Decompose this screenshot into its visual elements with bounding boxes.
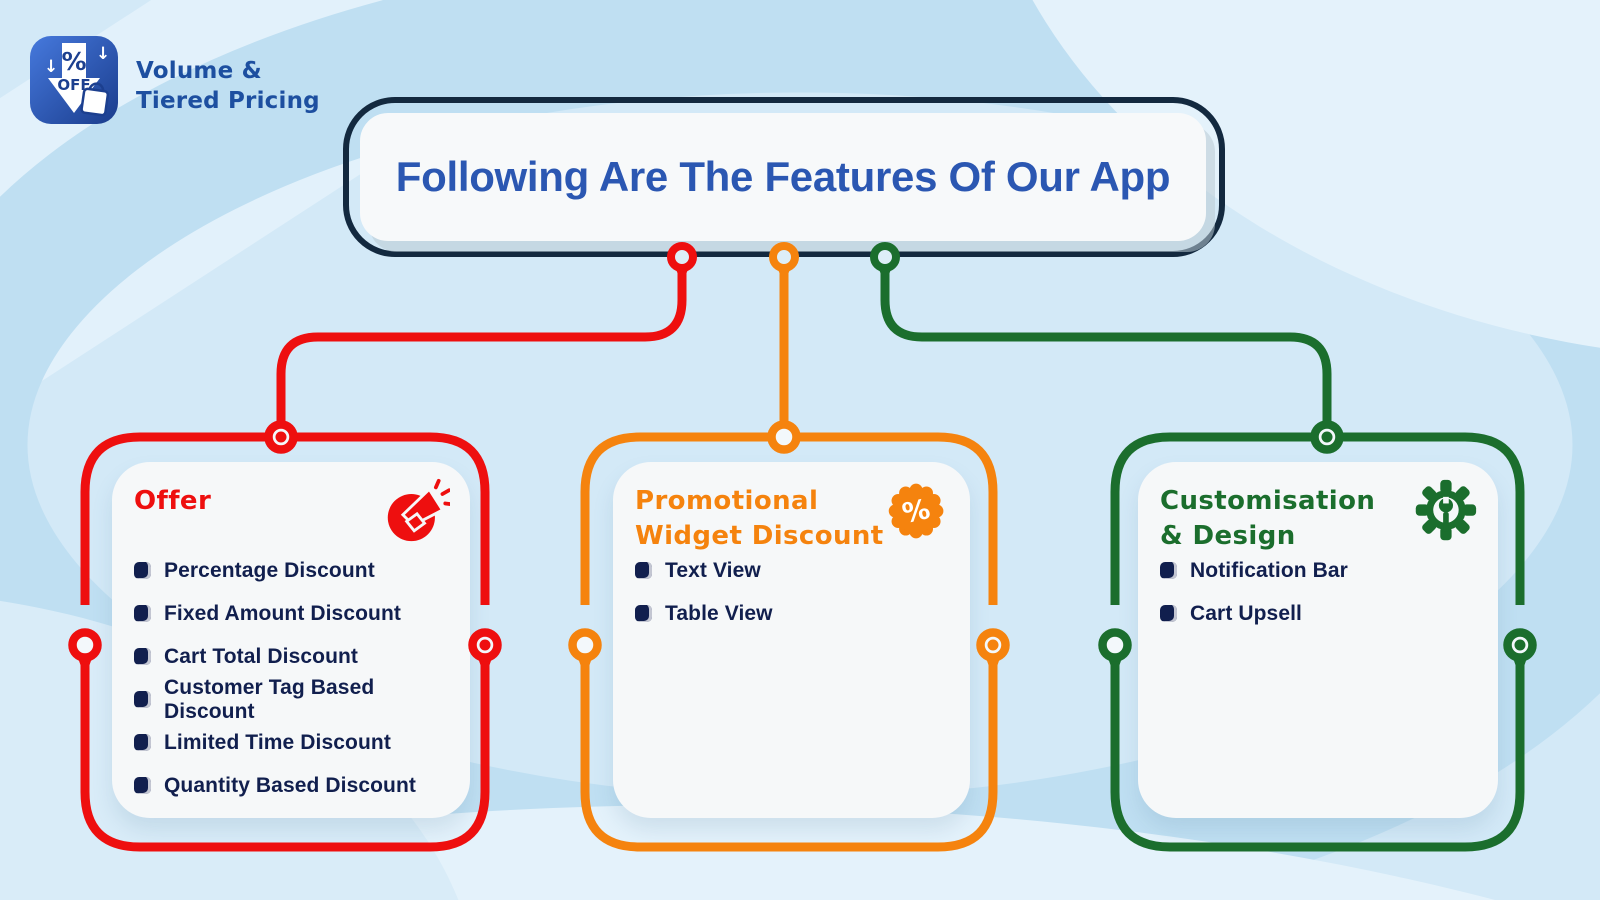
list-item: Limited Time Discount <box>134 721 460 764</box>
list-item-label: Percentage Discount <box>164 558 375 582</box>
list-item-label: Table View <box>665 601 773 625</box>
customisation-heading-line1: Customisation <box>1160 486 1376 516</box>
list-item: Quantity Based Discount <box>134 764 460 807</box>
list-item: Fixed Amount Discount <box>134 592 460 635</box>
list-item: Customer Tag Based Discount <box>134 675 460 723</box>
list-item: Text View <box>635 549 960 592</box>
list-item-label: Cart Total Discount <box>164 644 359 668</box>
list-item: Table View <box>635 592 960 635</box>
list-item-label: Fixed Amount Discount <box>164 601 401 625</box>
megaphone-icon <box>387 478 450 542</box>
shopping-bag-icon <box>80 82 110 117</box>
bullet-icon <box>1160 605 1177 622</box>
bullet-icon <box>635 562 652 579</box>
offer-heading: Offer <box>134 484 211 519</box>
list-item-label: Cart Upsell <box>1190 601 1302 625</box>
list-item-label: Quantity Based Discount <box>164 773 417 797</box>
percent-badge-icon: % <box>888 483 944 539</box>
brand-name-line2: Tiered Pricing <box>136 88 320 114</box>
list-item-label: Notification Bar <box>1190 558 1348 582</box>
bullet-icon <box>1160 562 1177 579</box>
customisation-heading: Customisation & Design <box>1160 484 1375 554</box>
brand-name-line1: Volume & <box>136 58 262 84</box>
mini-down-arrow-icon: ↓ <box>44 57 58 77</box>
offer-heading-line1: Offer <box>134 486 212 516</box>
gear-wrench-icon <box>1415 479 1477 541</box>
bullet-icon <box>134 648 151 665</box>
customisation-card: Customisation & Design Noti <box>1138 462 1498 818</box>
list-item-label: Text View <box>665 558 761 582</box>
bullet-icon <box>134 734 151 751</box>
list-item-label: Limited Time Discount <box>164 730 391 754</box>
promotional-widget-card: Promotional Widget Discount % Text View … <box>613 462 970 818</box>
list-item: Cart Upsell <box>1160 592 1488 635</box>
logo-percent-label: % <box>61 47 86 76</box>
title-card: Following Are The Features Of Our App <box>360 113 1206 241</box>
bullet-icon <box>134 562 151 579</box>
brand-name: Volume & Tiered Pricing <box>136 56 320 116</box>
list-item: Notification Bar <box>1160 549 1488 592</box>
offer-card: Offer Percentage Discount Fixed Amount D… <box>112 462 470 818</box>
bullet-icon <box>635 605 652 622</box>
list-item: Cart Total Discount <box>134 635 460 678</box>
app-logo-icon: ↓ ↓ % OFF <box>30 36 118 124</box>
list-item-label: Customer Tag Based Discount <box>164 675 375 723</box>
bullet-icon <box>134 777 151 794</box>
page-title: Following Are The Features Of Our App <box>395 153 1171 200</box>
promotional-widget-heading: Promotional Widget Discount <box>635 484 884 554</box>
bullet-icon <box>134 691 151 708</box>
mini-down-arrow-icon: ↓ <box>96 44 110 64</box>
list-item: Percentage Discount <box>134 549 460 592</box>
promotional-feature-list: Text View Table View <box>635 549 960 635</box>
promotional-heading-line1: Promotional <box>635 486 819 516</box>
logo-off-label: OFF <box>57 76 90 94</box>
customisation-feature-list: Notification Bar Cart Upsell <box>1160 549 1488 635</box>
offer-feature-list: Percentage Discount Fixed Amount Discoun… <box>134 549 460 807</box>
bullet-icon <box>134 605 151 622</box>
